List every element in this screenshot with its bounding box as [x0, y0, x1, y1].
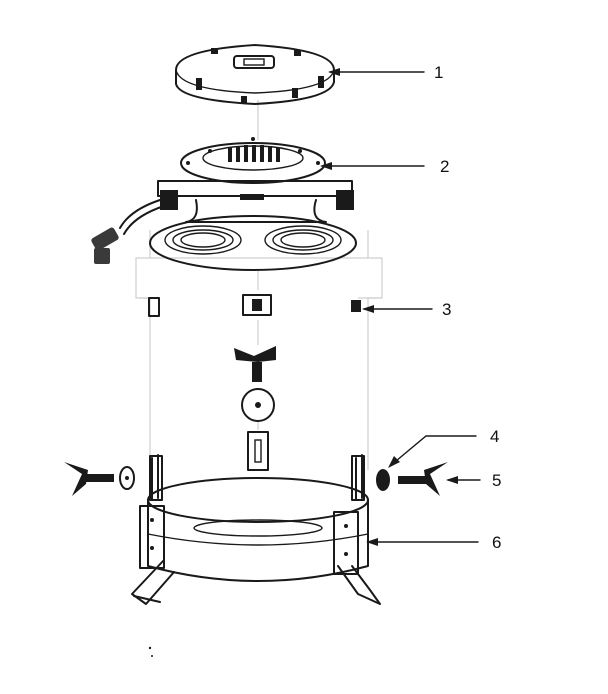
- callout-1: 1: [328, 63, 443, 82]
- top-cover: [175, 44, 335, 105]
- callout-number-4: 4: [490, 427, 499, 446]
- callout-3: 3: [362, 300, 451, 319]
- speck: [151, 655, 153, 657]
- center-fasteners: [234, 346, 276, 471]
- callout-number-2: 2: [440, 157, 449, 176]
- callout-number-5: 5: [492, 471, 501, 490]
- callout-2: 2: [320, 157, 449, 176]
- callout-4: 4: [388, 427, 499, 468]
- callout-6: 6: [366, 533, 501, 552]
- callout-5: 5: [446, 471, 501, 490]
- callout-number-6: 6: [492, 533, 501, 552]
- washer: [119, 466, 390, 491]
- phantom-body-outline: [135, 100, 383, 470]
- heating-element: [91, 137, 357, 271]
- speck: [148, 646, 152, 650]
- callout-number-3: 3: [442, 300, 451, 319]
- stud-bracket: [148, 294, 361, 317]
- base-ring: [131, 454, 381, 605]
- callout-number-1: 1: [434, 63, 443, 82]
- wing-nut: [64, 462, 448, 496]
